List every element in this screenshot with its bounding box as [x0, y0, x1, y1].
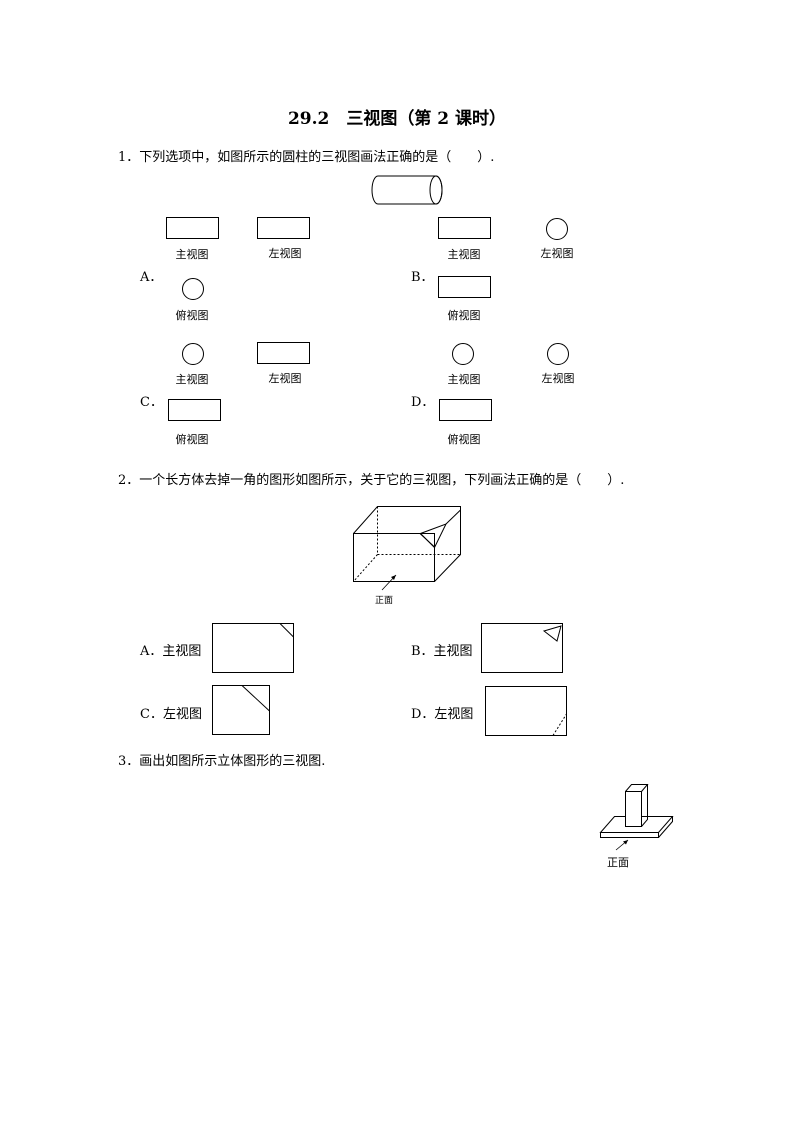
q1-option-b-label[interactable]: B．	[411, 270, 434, 285]
question-2-text: 2．一个长方体去掉一角的图形如图所示，关于它的三视图，下列画法正确的是（ ）.	[118, 473, 625, 488]
q1-b-front-rect	[438, 217, 491, 239]
column-on-base-figure	[599, 784, 674, 851]
q1-b-left-circle	[546, 218, 568, 240]
q1-d-front-circle	[452, 343, 474, 365]
q2-option-b-label[interactable]: B．主视图	[411, 644, 473, 659]
q1-a-front-label: 主视图	[175, 248, 209, 261]
q1-d-top-rect	[439, 399, 492, 421]
q1-c-left-rect	[257, 342, 310, 364]
q1-a-front-rect	[166, 217, 219, 239]
q1-d-top-label: 俯视图	[447, 433, 481, 446]
q1-option-d-label[interactable]: D．	[411, 395, 435, 410]
q1-a-top-label: 俯视图	[175, 309, 209, 322]
cuboid-cut-corner-figure	[353, 506, 461, 591]
q1-d-left-circle	[547, 343, 569, 365]
q1-a-left-label: 左视图	[268, 247, 302, 260]
q2-option-c-label[interactable]: C．左视图	[140, 707, 202, 722]
q1-c-front-circle	[182, 343, 204, 365]
q1-b-top-label: 俯视图	[447, 309, 481, 322]
q2-option-a-figure	[212, 623, 294, 673]
q1-b-top-rect	[438, 276, 491, 298]
q2-option-b-figure	[481, 623, 563, 673]
q2-front-label: 正面	[375, 596, 394, 606]
q1-option-c-label[interactable]: C．	[140, 395, 163, 410]
q1-a-top-circle	[182, 278, 204, 300]
q3-front-label: 正面	[607, 856, 629, 869]
q2-option-d-figure	[485, 686, 567, 736]
question-1-text: 1．下列选项中，如图所示的圆柱的三视图画法正确的是（ ）.	[118, 150, 495, 165]
q1-c-top-label: 俯视图	[175, 433, 209, 446]
q1-d-front-label: 主视图	[447, 373, 481, 386]
cylinder-figure	[371, 175, 443, 205]
page-title: 29.2 三视图（第 2 课时）	[287, 109, 507, 129]
q1-c-top-rect	[168, 399, 221, 421]
q1-b-left-label: 左视图	[540, 247, 574, 260]
q1-c-left-label: 左视图	[268, 372, 302, 385]
q1-b-front-label: 主视图	[447, 248, 481, 261]
q2-option-c-figure	[212, 685, 270, 735]
q1-d-left-label: 左视图	[541, 372, 575, 385]
q1-option-a-label[interactable]: A．	[140, 270, 163, 285]
q1-c-front-label: 主视图	[175, 373, 209, 386]
q1-a-left-rect	[257, 217, 310, 239]
q2-option-a-label[interactable]: A．主视图	[140, 644, 202, 659]
q2-option-d-label[interactable]: D．左视图	[411, 707, 474, 722]
question-3-text: 3．画出如图所示立体图形的三视图.	[118, 754, 326, 769]
